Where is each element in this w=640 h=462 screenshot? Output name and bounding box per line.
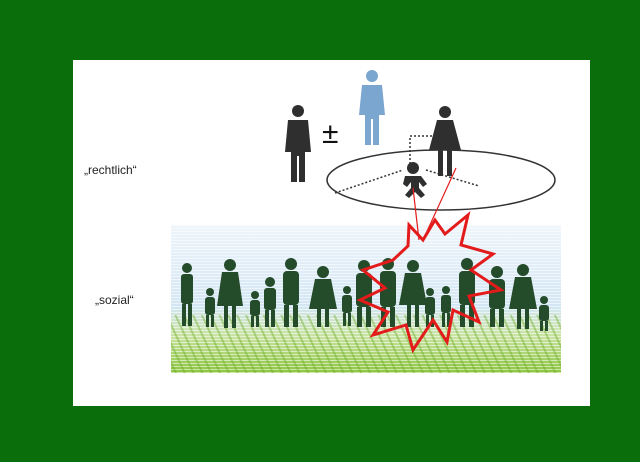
crowd-silhouettes [181, 258, 549, 331]
social-label: „sozial“ [95, 293, 134, 307]
slide: ± [73, 60, 590, 406]
woman-figure-icon [429, 106, 461, 176]
family-diagram: ± [171, 70, 561, 373]
dotted-connectors [334, 135, 480, 194]
legal-label: „rechtlich“ [84, 163, 137, 177]
man-figure-blue-icon [359, 70, 385, 145]
relationship-ellipse [326, 149, 556, 211]
conflict-burst-shape [356, 211, 505, 354]
man-figure-icon [285, 105, 311, 182]
plus-minus-symbol: ± [322, 117, 338, 150]
baby-figure-icon [403, 162, 427, 198]
